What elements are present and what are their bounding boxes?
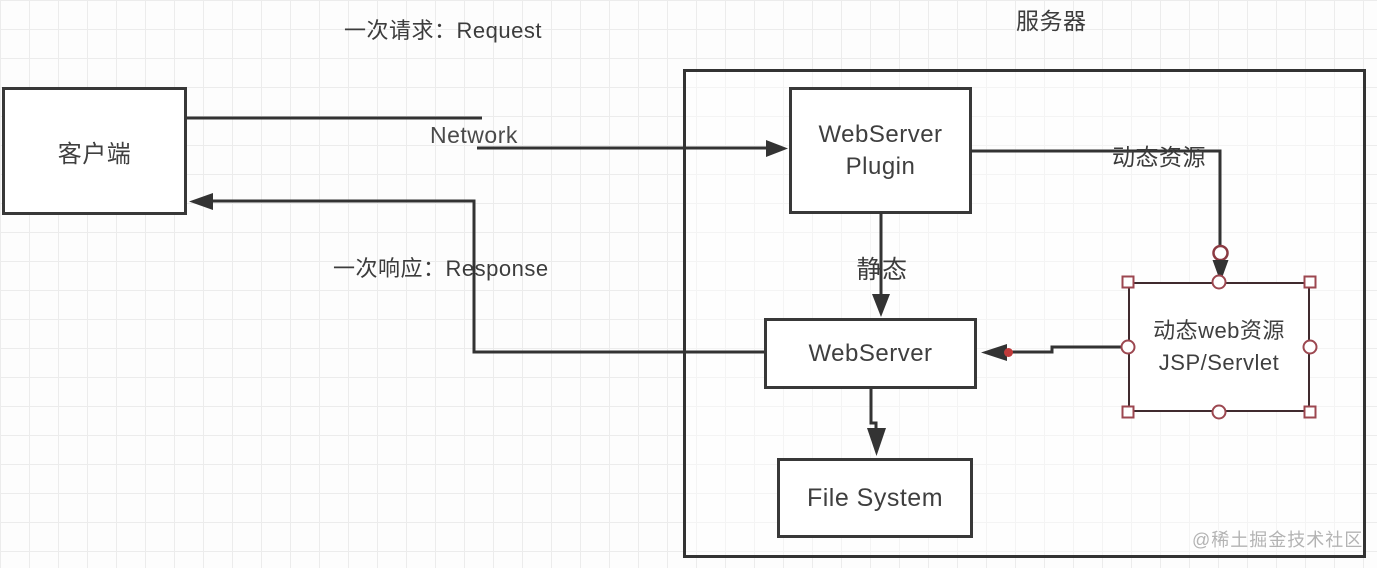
selection-handle-sw[interactable] [1121,405,1135,419]
request-arrowhead-icon [766,140,788,157]
static-flow-annotation[interactable]: 静态 [856,256,908,284]
filesystem-arrowhead-icon [867,428,886,456]
dynamic-resource-arrowhead-icon [1212,260,1229,282]
webserver-plugin-label: WebServer Plugin [818,121,943,180]
response-arrowhead-icon [189,193,213,210]
selection-handle-w[interactable] [1120,339,1136,355]
file-system-label: File System [806,483,944,512]
selection-handle-ne[interactable] [1303,275,1317,289]
file-system-node[interactable]: File System [777,458,973,538]
webserver-node[interactable]: WebServer [764,318,977,389]
jsp-to-webserver-arrowhead-icon [981,344,1007,361]
response-annotation[interactable]: 一次响应：Response [333,256,549,281]
jsp-to-webserver-edge[interactable] [1007,345,1128,354]
webserver-label: WebServer [808,339,933,367]
watermark-text: @稀土掘金技术社区 [1192,530,1364,550]
response-edge[interactable] [213,199,764,354]
dynamic-web-node-selected[interactable]: 动态web资源 JSP/Servlet [1128,282,1310,412]
client-node[interactable]: 客户端 [2,87,187,215]
dynamic-flow-annotation[interactable]: 动态资源 [1112,144,1206,170]
selection-handle-nw[interactable] [1121,275,1135,289]
selection-handles [1120,274,1318,420]
server-region-annotation[interactable]: 服务器 [1016,8,1087,34]
request-annotation[interactable]: 一次请求：Request [344,18,542,43]
selection-handle-e[interactable] [1302,339,1318,355]
client-node-label: 客户端 [57,140,132,168]
selection-handle-s[interactable] [1211,404,1227,420]
selection-handle-n[interactable] [1211,274,1227,290]
selection-handle-se[interactable] [1303,405,1317,419]
dynamic-resource-edge[interactable] [971,149,1222,245]
network-annotation[interactable]: Network [430,122,518,148]
filesystem-edge[interactable] [869,389,878,428]
webserver-plugin-node[interactable]: WebServer Plugin [789,87,972,214]
edge-endpoint-dot[interactable] [1004,348,1013,357]
static-arrowhead-icon [872,294,890,317]
dynamic-web-label: 动态web资源 JSP/Servlet [1153,318,1285,375]
edge-endpoint-circle[interactable] [1212,244,1229,262]
